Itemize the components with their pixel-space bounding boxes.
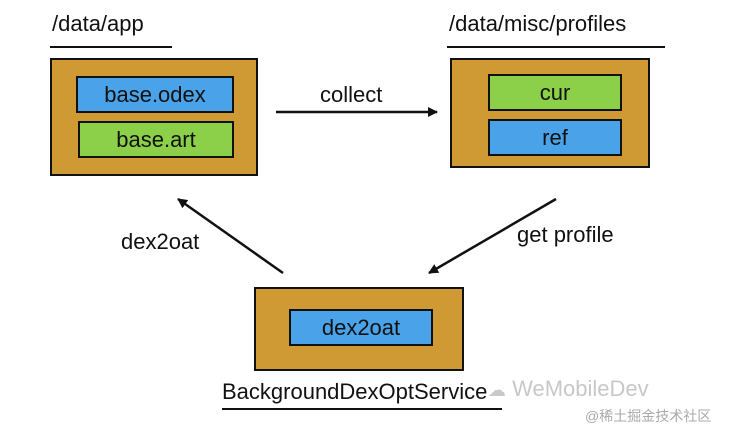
get-profile-edge-label: get profile — [517, 222, 614, 247]
service-container: dex2oat — [254, 287, 464, 371]
service-underline — [222, 408, 502, 410]
service-label: BackgroundDexOptService — [222, 379, 488, 404]
profiles-container: cur ref — [450, 58, 650, 168]
profiles-path-label: /data/misc/profiles — [449, 11, 627, 36]
app-container: base.odex base.art — [50, 58, 258, 176]
dex2oat-arrow — [177, 197, 284, 275]
app-path-label: /data/app — [52, 11, 144, 36]
dex2oat-edge-label: dex2oat — [121, 229, 200, 254]
dex2oat-box: dex2oat — [289, 309, 433, 346]
wechat-icon: ☁ — [488, 380, 506, 400]
app-path-underline — [50, 46, 172, 48]
profiles-path-underline — [447, 46, 665, 48]
collect-edge-label: collect — [320, 82, 383, 107]
watermark-brand: ☁ WeMobileDev — [488, 376, 649, 401]
cur-box: cur — [488, 74, 622, 111]
watermark-site: @稀土掘金技术社区 — [585, 408, 712, 424]
base-art-box: base.art — [78, 121, 234, 158]
ref-box: ref — [488, 119, 622, 156]
get-profile-arrow — [428, 197, 557, 275]
base-odex-box: base.odex — [76, 76, 234, 113]
